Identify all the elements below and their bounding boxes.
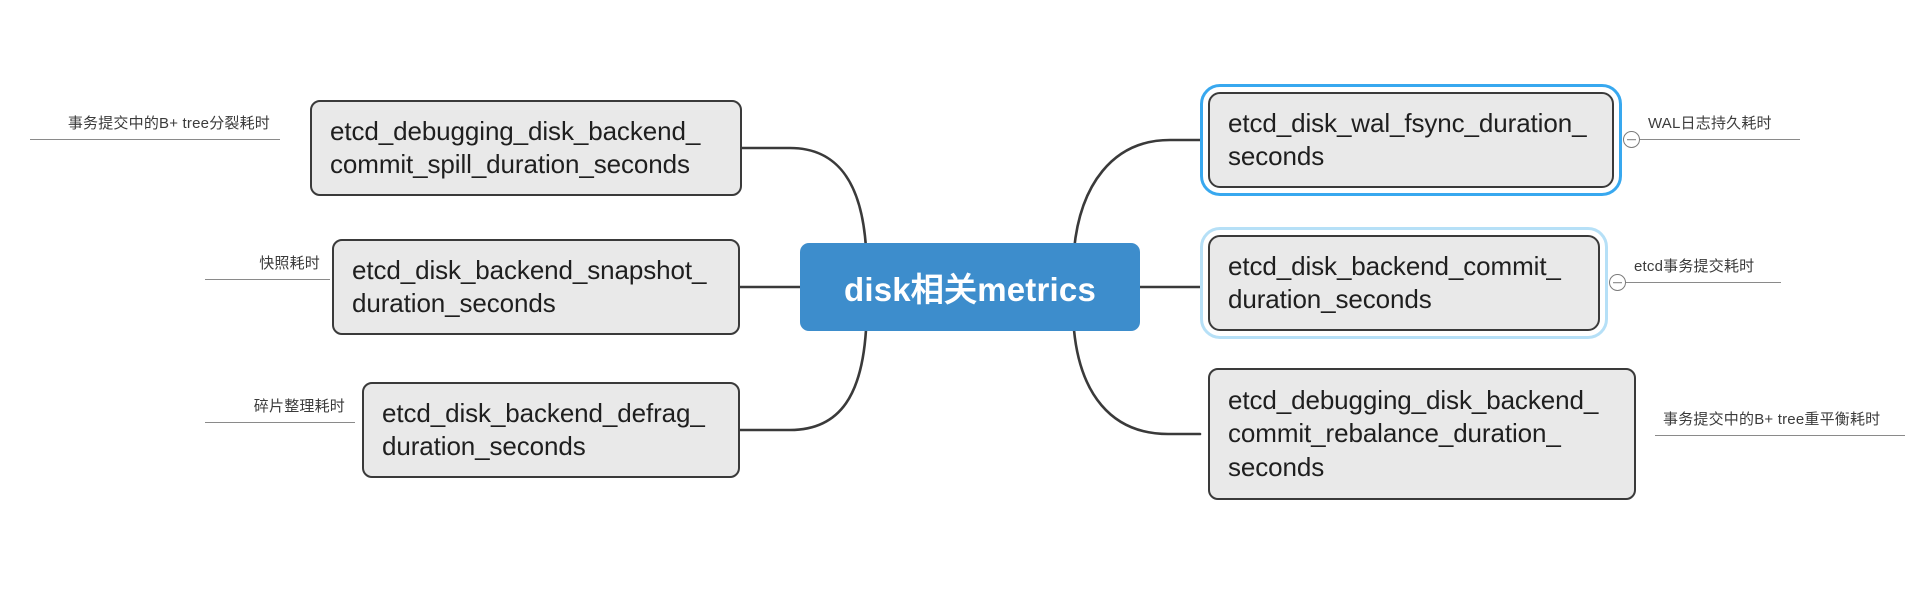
edge-root-rebalance: [1072, 328, 1202, 436]
node-backend-commit[interactable]: etcd_disk_backend_commit_ duration_secon…: [1200, 227, 1608, 339]
annotation-snapshot-label: 快照耗时: [259, 255, 320, 272]
node-commit-spill[interactable]: etcd_debugging_disk_backend_ commit_spil…: [310, 100, 742, 196]
node-commit-rebalance-label: etcd_debugging_disk_backend_ commit_reba…: [1228, 385, 1599, 482]
node-backend-snapshot[interactable]: etcd_disk_backend_snapshot_ duration_sec…: [332, 239, 740, 335]
node-backend-defrag-label: etcd_disk_backend_defrag_ duration_secon…: [382, 397, 705, 461]
collapse-toggle-icon-backend-commit[interactable]: [1609, 274, 1626, 291]
node-backend-defrag[interactable]: etcd_disk_backend_defrag_ duration_secon…: [362, 382, 740, 478]
annotation-snapshot: 快照耗时: [205, 240, 330, 280]
annotation-wal-fsync: WAL日志持久耗时: [1640, 100, 1800, 140]
annotation-commit-rebalance: 事务提交中的B+ tree重平衡耗时: [1655, 396, 1905, 436]
annotation-wal-fsync-label: WAL日志持久耗时: [1648, 115, 1772, 132]
annotation-backend-commit-label: etcd事务提交耗时: [1634, 258, 1755, 275]
node-commit-spill-label: etcd_debugging_disk_backend_ commit_spil…: [330, 115, 701, 179]
annotation-spill-label: 事务提交中的B+ tree分裂耗时: [67, 115, 270, 132]
annotation-spill: 事务提交中的B+ tree分裂耗时: [30, 100, 280, 140]
edge-root-defrag: [738, 328, 868, 432]
root-node-label: disk相关metrics: [843, 271, 1097, 308]
node-backend-commit-label: etcd_disk_backend_commit_ duration_secon…: [1228, 250, 1561, 314]
annotation-commit-rebalance-label: 事务提交中的B+ tree重平衡耗时: [1663, 411, 1881, 428]
node-backend-snapshot-label: etcd_disk_backend_snapshot_ duration_sec…: [352, 254, 707, 318]
node-commit-rebalance[interactable]: etcd_debugging_disk_backend_ commit_reba…: [1208, 368, 1636, 500]
collapse-toggle-icon-wal-fsync[interactable]: [1623, 131, 1640, 148]
annotation-backend-commit: etcd事务提交耗时: [1626, 243, 1781, 283]
annotation-defrag: 碎片整理耗时: [205, 383, 355, 423]
node-wal-fsync[interactable]: etcd_disk_wal_fsync_duration_ seconds: [1200, 84, 1622, 196]
edge-root-wal-fsync: [1072, 138, 1202, 252]
node-wal-fsync-label: etcd_disk_wal_fsync_duration_ seconds: [1228, 107, 1587, 171]
root-node[interactable]: disk相关metrics: [800, 243, 1140, 331]
edge-root-spill: [740, 146, 868, 250]
annotation-defrag-label: 碎片整理耗时: [253, 398, 345, 415]
